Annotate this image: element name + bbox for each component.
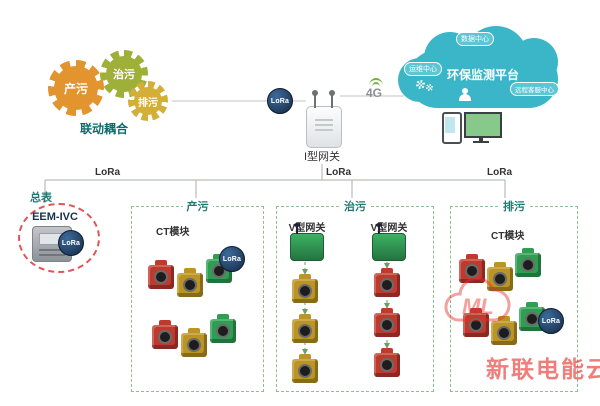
gear-caption: 联动耦合	[79, 122, 128, 136]
v-gateway-device-b	[372, 223, 406, 261]
signal-arc	[369, 78, 383, 94]
gear-produce-label: 产污	[54, 66, 98, 110]
ct-sensor-red	[374, 268, 400, 297]
main-meter-highlight-circle	[18, 203, 100, 273]
ct-sensor-red	[463, 308, 489, 337]
zone-treat: 治污 V型网关 V型网关	[276, 198, 434, 392]
ct-sensor-yellow	[292, 314, 318, 343]
ct-sensor-yellow	[177, 268, 203, 297]
zone-produce-label: 产污	[182, 198, 213, 214]
user-icon	[459, 88, 471, 101]
gear-produce: 产污	[48, 60, 104, 116]
ct-sensor-green	[515, 248, 541, 277]
4g-signal-icon: 4G	[364, 78, 390, 102]
ct-sensor-yellow	[487, 262, 513, 291]
ct-module-label: CT模块	[156, 227, 190, 238]
4g-label: 4G	[366, 86, 383, 100]
lora-badge-meter: LoRa	[58, 230, 84, 256]
ct-sensor-red	[459, 254, 485, 283]
smartphone-icon	[442, 112, 462, 144]
gateway-grill	[315, 119, 333, 121]
lora-badge-produce: LoRa	[219, 246, 245, 272]
gear-icon	[426, 84, 433, 91]
zone-discharge: 排污 CT模块	[450, 198, 578, 392]
ct-sensor-yellow	[491, 316, 517, 345]
zone-produce: 产污 CT模块	[131, 198, 264, 392]
ct-module-label: CT模块	[491, 231, 525, 242]
lora-badge-gateway: LoRa	[267, 88, 293, 114]
ct-sensor-red	[374, 348, 400, 377]
main-meter-model: EEM-IVC	[32, 211, 78, 223]
ct-sensor-red	[152, 320, 178, 349]
cloud-platform: 数据中心 运维中心 环保监测平台 远程客服中心	[398, 26, 568, 118]
ct-sensor-yellow	[292, 354, 318, 383]
vgateway-label-a: V型网关	[288, 223, 326, 234]
cloud-service-center-label: 远程客服中心	[510, 82, 559, 96]
antenna-icon	[312, 90, 318, 108]
signal-arc	[372, 82, 380, 92]
cloud-platform-title: 环保监测平台	[446, 68, 519, 82]
ct-sensor-yellow	[181, 328, 207, 357]
phone-screen	[445, 117, 455, 133]
ct-sensor-red	[374, 308, 400, 337]
type1-gateway-device	[306, 90, 342, 148]
ct-sensor-yellow	[292, 274, 318, 303]
v-gateway-device-a	[290, 223, 324, 261]
bus-lora-label-left: LoRa	[95, 167, 120, 178]
antenna-icon	[329, 90, 335, 108]
vgateway-label-b: V型网关	[370, 223, 408, 234]
type1-gateway-label: I型网关	[294, 148, 350, 164]
ct-sensor-red	[148, 260, 174, 289]
gear-discharge-label: 排污	[134, 87, 162, 115]
gear-icon	[416, 80, 425, 89]
monitor-icon	[464, 112, 502, 143]
cloud-ops-center-label: 运维中心	[404, 62, 442, 76]
ct-sensor-green	[210, 314, 236, 343]
cloud-shape	[408, 50, 558, 108]
bus-lora-label-center: LoRa	[326, 167, 351, 178]
cloud-data-center-label: 数据中心	[456, 32, 494, 46]
zone-discharge-label: 排污	[499, 198, 529, 214]
zone-treat-label: 治污	[340, 198, 370, 214]
bus-lora-label-right: LoRa	[487, 167, 512, 178]
main-meter-group-label: 总表	[30, 192, 52, 204]
gear-discharge: 排污	[128, 81, 168, 121]
lora-badge-discharge: LoRa	[538, 308, 564, 334]
